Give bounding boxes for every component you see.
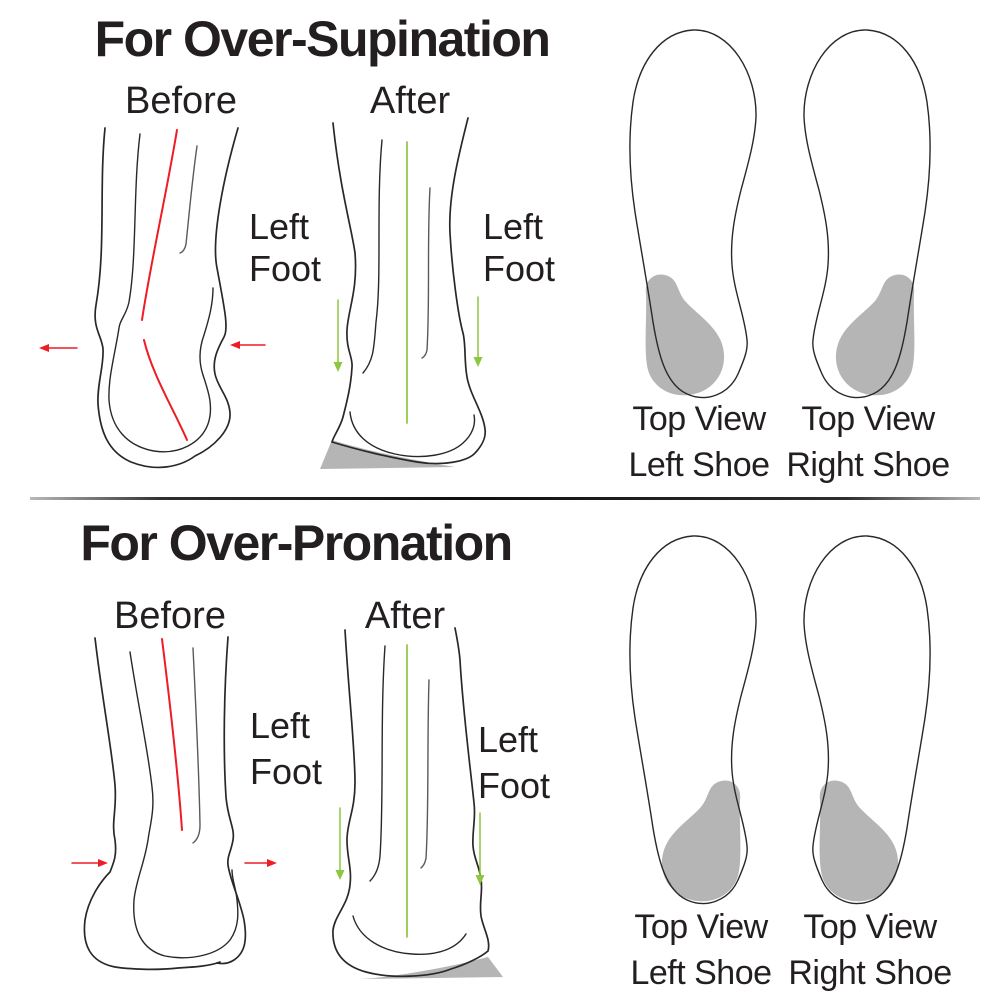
achilles-line (179, 145, 198, 254)
left-shoe-caption: Top View Left Shoe (630, 904, 772, 996)
shoes-top-view-pronation (629, 535, 931, 905)
left-foot-label-line2: Foot (250, 751, 323, 792)
caption-line1: Top View (632, 400, 766, 438)
lateral-heel-pad-right-shoe (835, 274, 915, 396)
foot-outer-outline (94, 127, 239, 469)
green-arrow-left (335, 807, 345, 880)
inner-heel-arc (352, 915, 467, 955)
caption-line2: Left Shoe (630, 954, 772, 992)
right-shoe-caption: Top View Right Shoe (786, 396, 950, 488)
before-label: Before (125, 80, 237, 122)
green-arrow-right (475, 812, 485, 885)
inner-left-line (362, 139, 383, 374)
before-foot-diagram-supination (39, 127, 266, 469)
caption-line2: Right Shoe (786, 446, 950, 484)
left-foot-label: Left Foot (249, 206, 321, 290)
foot-outer-right-outline (216, 636, 247, 965)
before-foot-diagram-pronation (71, 636, 277, 971)
achilles-line (421, 187, 431, 359)
medial-heel-pad-right-shoe (819, 780, 899, 902)
after-foot-diagram-supination (320, 117, 487, 469)
misalignment-line-upper (141, 129, 178, 321)
left-foot-label-line1: Left (478, 719, 539, 760)
foot-inner-outline (129, 651, 239, 959)
medial-heel-pad-left-shoe (661, 780, 741, 902)
right-shoe-outline (803, 535, 931, 905)
left-foot-label-line1: Left (249, 206, 310, 247)
shoes-top-view-supination (629, 29, 931, 399)
red-force-arrow-left (71, 859, 108, 867)
foot-inner-outline (108, 133, 214, 453)
caption-line1: Top View (801, 400, 935, 438)
pronation-section: For Over-Pronation Before After Left Foo… (0, 500, 1000, 1000)
lateral-heel-pad-left-shoe (645, 274, 725, 396)
left-foot-label-line2: Foot (249, 248, 322, 289)
left-foot-label-line2: Foot (478, 765, 551, 806)
red-force-arrow-right (244, 859, 277, 867)
section-divider (30, 497, 980, 500)
inner-left-line (369, 645, 386, 882)
after-label: After (364, 595, 446, 637)
right-shoe-outline (803, 29, 931, 399)
achilles-line (192, 647, 201, 844)
after-foot-diagram-pronation (332, 627, 503, 979)
red-force-arrow-left (39, 344, 78, 352)
left-shoe-outline (629, 535, 757, 905)
heel-wedge (320, 440, 455, 469)
left-shoe-caption: Top View Left Shoe (628, 396, 770, 488)
pronation-title: For Over-Pronation (80, 515, 513, 571)
after-label: After (369, 80, 451, 122)
caption-line1: Top View (634, 908, 768, 946)
before-label: Before (114, 595, 226, 637)
misalignment-line (161, 638, 183, 831)
left-foot-label: Left Foot (250, 703, 322, 795)
supination-section: For Over-Supination Before After Left Fo… (39, 11, 950, 488)
green-arrow-right (473, 296, 483, 367)
foot-outer-left-outline (83, 637, 221, 971)
supination-title: For Over-Supination (94, 11, 551, 67)
left-foot-label: Left Foot (483, 206, 555, 290)
left-foot-label: Left Foot (478, 717, 550, 809)
left-foot-label-line1: Left (250, 705, 311, 746)
left-foot-label-line2: Foot (483, 248, 556, 289)
caption-line1: Top View (803, 908, 937, 946)
inner-heel-arc (349, 411, 476, 458)
caption-line2: Left Shoe (628, 446, 770, 484)
left-foot-label-line1: Left (483, 206, 544, 247)
green-arrow-left (333, 299, 343, 372)
achilles-line (420, 679, 430, 869)
misalignment-line-lower (143, 339, 188, 441)
left-shoe-outline (629, 29, 757, 399)
right-shoe-caption: Top View Right Shoe (788, 904, 952, 996)
caption-line2: Right Shoe (788, 954, 952, 992)
foot-outer-outline (332, 627, 490, 978)
foot-outer-outline (330, 117, 487, 465)
red-force-arrow-right (230, 341, 266, 349)
